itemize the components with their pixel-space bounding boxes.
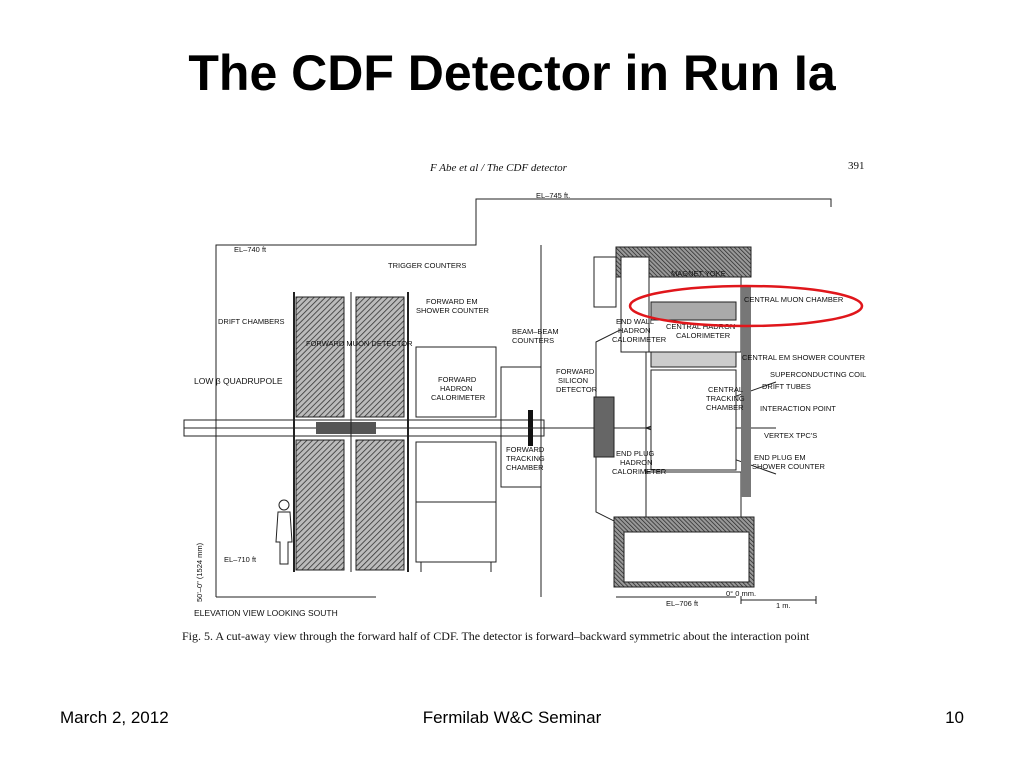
label-fwd-hadron-1: FORWARD bbox=[438, 375, 477, 384]
label-forward-muon-detector: FORWARD MUON DETECTOR bbox=[306, 339, 413, 348]
label-fwd-tracking-3: CHAMBER bbox=[506, 463, 544, 472]
label-central-muon-chamber: CENTRAL MUON CHAMBER bbox=[744, 295, 844, 304]
footer-seminar-title: Fermilab W&C Seminar bbox=[422, 708, 602, 727]
label-end-plug-hadron-3: CALORIMETER bbox=[612, 467, 667, 476]
label-forward-em-2: SHOWER COUNTER bbox=[416, 306, 490, 315]
forward-calorimeters bbox=[415, 346, 542, 572]
label-el-740: EL–740 ft bbox=[234, 245, 267, 254]
label-fwd-silicon-3: DETECTOR bbox=[556, 385, 598, 394]
label-drift-chambers: DRIFT CHAMBERS bbox=[218, 317, 285, 326]
label-low-beta: LOW β QUADRUPOLE bbox=[194, 376, 283, 386]
label-el-710: EL–710 ft bbox=[224, 555, 257, 564]
label-fwd-tracking-2: TRACKING bbox=[506, 454, 545, 463]
label-central-em: CENTRAL EM SHOWER COUNTER bbox=[742, 353, 866, 362]
label-central-tracking-3: CHAMBER bbox=[706, 403, 744, 412]
hall-outline bbox=[215, 198, 832, 598]
detector-labels: TRIGGER COUNTERS DRIFT CHAMBERS FORWARD … bbox=[194, 261, 866, 618]
label-beam-beam-1: BEAM–BEAM bbox=[512, 327, 559, 336]
label-end-wall-1: END WALL bbox=[616, 317, 654, 326]
label-scale-zero: 0° 0 mm. bbox=[726, 589, 756, 598]
label-central-tracking-1: CENTRAL bbox=[708, 385, 743, 394]
label-scale-1m: 1 m. bbox=[776, 601, 791, 610]
label-drift-tubes: DRIFT TUBES bbox=[762, 382, 811, 391]
label-trigger-counters: TRIGGER COUNTERS bbox=[388, 261, 466, 270]
label-end-plug-em-1: END PLUG EM bbox=[754, 453, 806, 462]
central-detector bbox=[593, 246, 755, 588]
label-el-745: EL–745 ft. bbox=[536, 191, 570, 200]
footer-date: March 2, 2012 bbox=[60, 708, 169, 727]
label-superconducting-coil: SUPERCONDUCTING COIL bbox=[770, 370, 866, 379]
label-end-plug-hadron-2: HADRON bbox=[620, 458, 653, 467]
label-end-wall-3: CALORIMETER bbox=[612, 335, 667, 344]
label-fwd-hadron-3: CALORIMETER bbox=[431, 393, 486, 402]
figure-header: F Abe et al / The CDF detector bbox=[429, 162, 568, 174]
label-fwd-silicon-2: SILICON bbox=[558, 376, 588, 385]
scale-bar bbox=[740, 596, 817, 604]
slide-title: The CDF Detector in Run Ia bbox=[188, 45, 836, 101]
label-interaction-point: INTERACTION POINT bbox=[760, 404, 836, 413]
label-elevation-view: ELEVATION VIEW LOOKING SOUTH bbox=[194, 608, 338, 618]
label-fwd-silicon-1: FORWARD bbox=[556, 367, 595, 376]
label-vertex-tpcs: VERTEX TPC'S bbox=[764, 431, 817, 440]
label-magnet-yoke: MAGNET YOKE bbox=[671, 269, 726, 278]
label-central-tracking-2: TRACKING bbox=[706, 394, 745, 403]
label-central-hadron-2: CALORIMETER bbox=[676, 331, 731, 340]
footer-page-number: 10 bbox=[945, 708, 964, 727]
label-el-706: EL–706 ft bbox=[666, 599, 699, 608]
person-silhouette bbox=[275, 499, 293, 565]
label-end-wall-2: HADRON bbox=[618, 326, 651, 335]
label-fwd-tracking-1: FORWARD bbox=[506, 445, 545, 454]
figure-caption: Fig. 5. A cut-away view through the forw… bbox=[182, 629, 810, 643]
label-fwd-hadron-2: HADRON bbox=[440, 384, 473, 393]
cdf-detector-figure: F Abe et al / The CDF detector 391 EL–74… bbox=[176, 152, 876, 652]
label-central-hadron-1: CENTRAL HADRON bbox=[666, 322, 735, 331]
label-height-dimension: 50'–0" (1524 mm) bbox=[195, 542, 204, 602]
highlight-ellipse bbox=[628, 284, 864, 328]
forward-muon-toroids bbox=[293, 292, 409, 572]
figure-page-number: 391 bbox=[848, 160, 865, 172]
label-forward-em-1: FORWARD EM bbox=[426, 297, 478, 306]
label-beam-beam-2: COUNTERS bbox=[512, 336, 554, 345]
label-end-plug-hadron-1: END PLUG bbox=[616, 449, 655, 458]
label-end-plug-em-2: SHOWER COUNTER bbox=[752, 462, 826, 471]
